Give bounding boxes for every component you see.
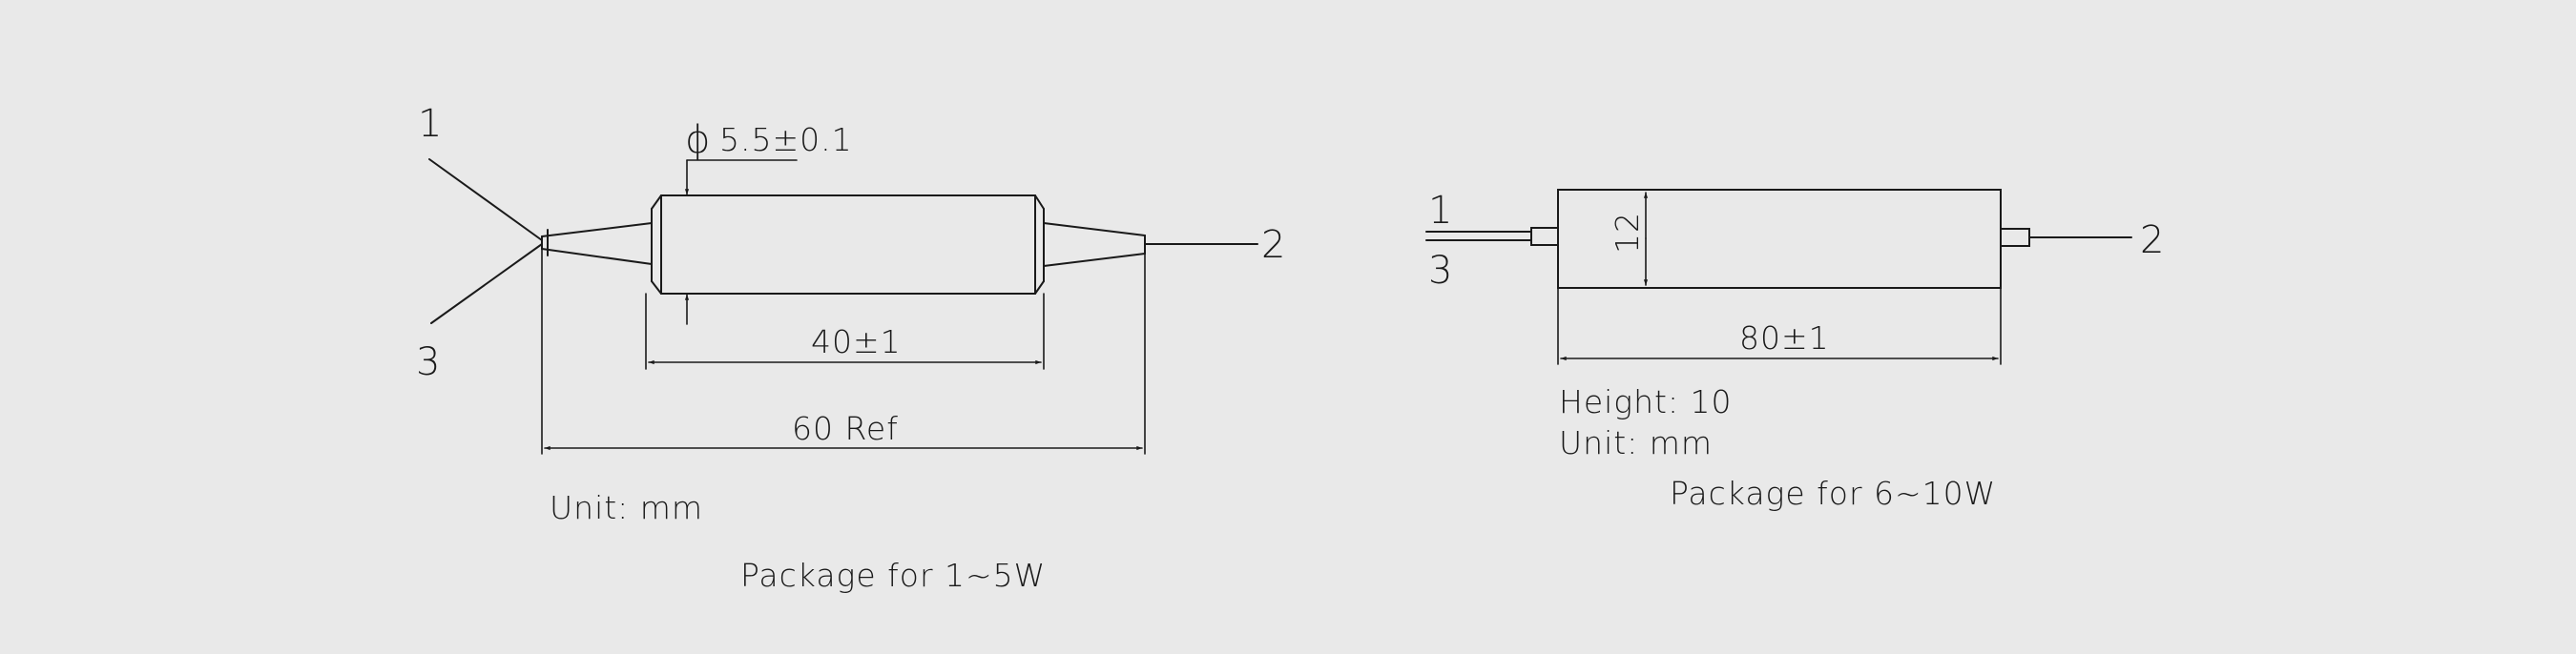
port-3-label: 3 xyxy=(416,340,441,384)
body-length-value: 40±1 xyxy=(811,323,902,360)
cylinder-body xyxy=(651,194,1045,295)
right-stub xyxy=(2000,228,2030,247)
length-value: 80±1 xyxy=(1739,319,1830,357)
port-2-label-large: 2 xyxy=(2140,218,2165,262)
caption-small: Package for 1~5W xyxy=(740,557,1046,594)
port-2-label: 2 xyxy=(1261,223,1286,267)
fiber-1-line xyxy=(428,158,543,241)
unit-label-large: Unit: mm xyxy=(1559,424,1713,461)
caption-large: Package for 6~10W xyxy=(1670,475,1996,512)
left-boot xyxy=(541,222,653,265)
fiber-3-line xyxy=(430,243,543,324)
height-label: Height: 10 xyxy=(1559,383,1733,420)
length-dimension xyxy=(1557,287,2002,365)
port-1-label-large: 1 xyxy=(1428,189,1453,233)
diameter-symbol: ϕ xyxy=(685,118,711,162)
port-3-label-large: 3 xyxy=(1428,249,1453,293)
unit-label-small: Unit: mm xyxy=(550,489,703,526)
total-length-value: 60 Ref xyxy=(792,410,899,447)
package-large-drawing: 1 3 2 12 80±1 Height: 10 Unit: mm Packag… xyxy=(1425,189,2165,512)
body-length-dimension xyxy=(645,293,1045,370)
left-stub xyxy=(1530,227,1559,246)
port-1-label: 1 xyxy=(418,102,443,146)
right-boot xyxy=(1043,222,1146,267)
width-value: 12 xyxy=(1609,212,1646,254)
diameter-value: 5.5±0.1 xyxy=(719,121,853,158)
package-small-drawing: 1 3 2 ϕ 5.5±0.1 40±1 60 Ref Unit: mm Pac… xyxy=(416,102,1286,594)
total-length-dimension xyxy=(541,248,1146,455)
diameter-dimension xyxy=(684,159,798,325)
